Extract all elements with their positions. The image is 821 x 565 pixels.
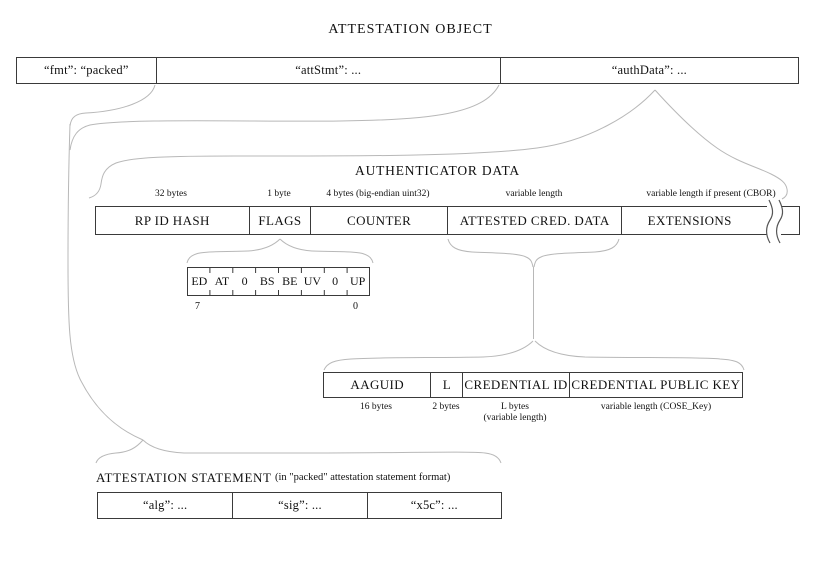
alg-box: “alg”: ... [142, 498, 188, 512]
authdata-box: “authData”: ... [499, 58, 798, 83]
flags-bit-row: ED AT 0 BS BE UV 0 UP [187, 267, 370, 296]
length-box: L [430, 373, 462, 397]
flags-box: FLAGS [248, 207, 311, 234]
aaguid-brace-left [323, 340, 534, 371]
authdata-brace-right [654, 89, 788, 200]
attested-cred-brace-left [447, 238, 534, 268]
fmt-box: “fmt”: “packed” [44, 63, 129, 77]
aaguid-brace-right [534, 340, 745, 371]
credential-id-size-label: L bytes (variable length) [405, 402, 625, 424]
attestation-object-row: “fmt”: “packed” “attStmt”: ... “authData… [16, 57, 799, 84]
length-size-label: 2 bytes [432, 402, 460, 412]
aaguid-size-label: 16 bytes [360, 402, 392, 412]
credential-id-size-line1: L bytes [501, 402, 529, 412]
diagram-title: ATTESTATION OBJECT [328, 22, 493, 37]
x5c-box: “x5c”: ... [366, 493, 501, 518]
bit-up: UP [350, 274, 366, 288]
bit-rfu2: 0 [332, 274, 339, 288]
credential-public-key-box: CREDENTIAL PUBLIC KEY [568, 373, 742, 397]
authenticator-data-heading: AUTHENTICATOR DATA [355, 163, 520, 178]
aaguid-box: AAGUID [350, 377, 405, 392]
attestation-statement-brace-right [142, 439, 502, 464]
bit-bs: BS [259, 274, 275, 288]
bit-index-msb: 7 [195, 301, 200, 312]
sig-box: “sig”: ... [232, 493, 366, 518]
authenticator-data-row: RP ID HASH FLAGS COUNTER ATTESTED CRED. … [95, 206, 800, 235]
bit-uv: UV [303, 274, 322, 288]
bit-at: AT [214, 274, 230, 288]
attested-cred-brace-right [533, 238, 620, 268]
attstmt-connector-right [69, 84, 500, 151]
attestation-statement-heading: ATTESTATION STATEMENT [96, 470, 272, 485]
credential-id-box: CREDENTIAL ID [462, 373, 568, 397]
attested-credential-data-row: AAGUID L CREDENTIAL ID CREDENTIAL PUBLIC… [323, 372, 743, 398]
bit-index-lsb: 0 [353, 301, 358, 312]
flags-brace-left [186, 238, 281, 264]
credential-public-key-size-label: variable length (COSE_Key) [600, 402, 712, 412]
bit-rfu1: 0 [241, 274, 248, 288]
attstmt-connector-left [69, 84, 156, 127]
attestation-statement-row: “alg”: ... “sig”: ... “x5c”: ... [97, 492, 502, 519]
authdata-brace-left [88, 89, 656, 199]
bit-ed: ED [191, 274, 208, 288]
bit-be: BE [282, 274, 298, 288]
attestation-statement-brace-left [95, 439, 144, 464]
attested-cred-data-box: ATTESTED CRED. DATA [446, 207, 621, 234]
rp-id-hash-box: RP ID HASH [134, 212, 210, 228]
attstmt-box: “attStmt”: ... [155, 58, 500, 83]
extensions-size-label: variable length if present (CBOR) [646, 189, 776, 199]
attestation-statement-subheading: (in "packed" attestation statement forma… [275, 472, 451, 483]
counter-box: COUNTER [310, 207, 447, 234]
flags-brace-right [279, 238, 374, 264]
credential-id-size-line2: (variable length) [483, 413, 547, 423]
extensions-box: EXTENSIONS [621, 207, 799, 234]
